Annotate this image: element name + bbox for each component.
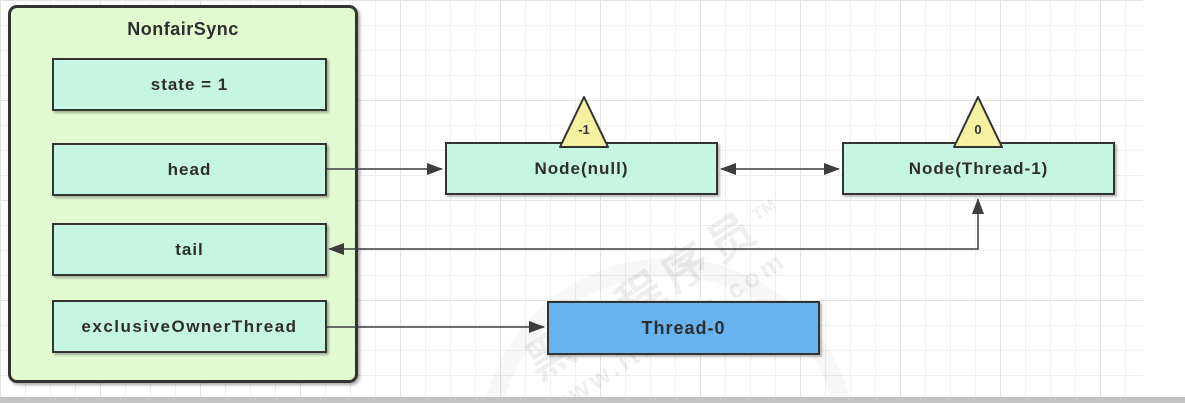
waitstatus-value: 0 <box>974 122 982 137</box>
nonfairsync-title: NonfairSync <box>127 19 239 39</box>
thread0-box: Thread-0 <box>547 301 820 355</box>
field-exclusive-owner-thread: exclusiveOwnerThread <box>52 300 327 353</box>
field-head: head <box>52 143 327 196</box>
waitstatus-badge-node-null: -1 <box>558 94 610 150</box>
node-null-box: Node(null) <box>445 142 718 195</box>
waitstatus-value: -1 <box>578 122 590 137</box>
field-state: state = 1 <box>52 58 327 111</box>
field-tail: tail <box>52 223 327 276</box>
horizontal-scrollbar-track[interactable] <box>0 397 1185 403</box>
triangle-icon <box>559 96 609 148</box>
triangle-icon <box>953 96 1003 148</box>
waitstatus-badge-node-thread1: 0 <box>952 94 1004 150</box>
